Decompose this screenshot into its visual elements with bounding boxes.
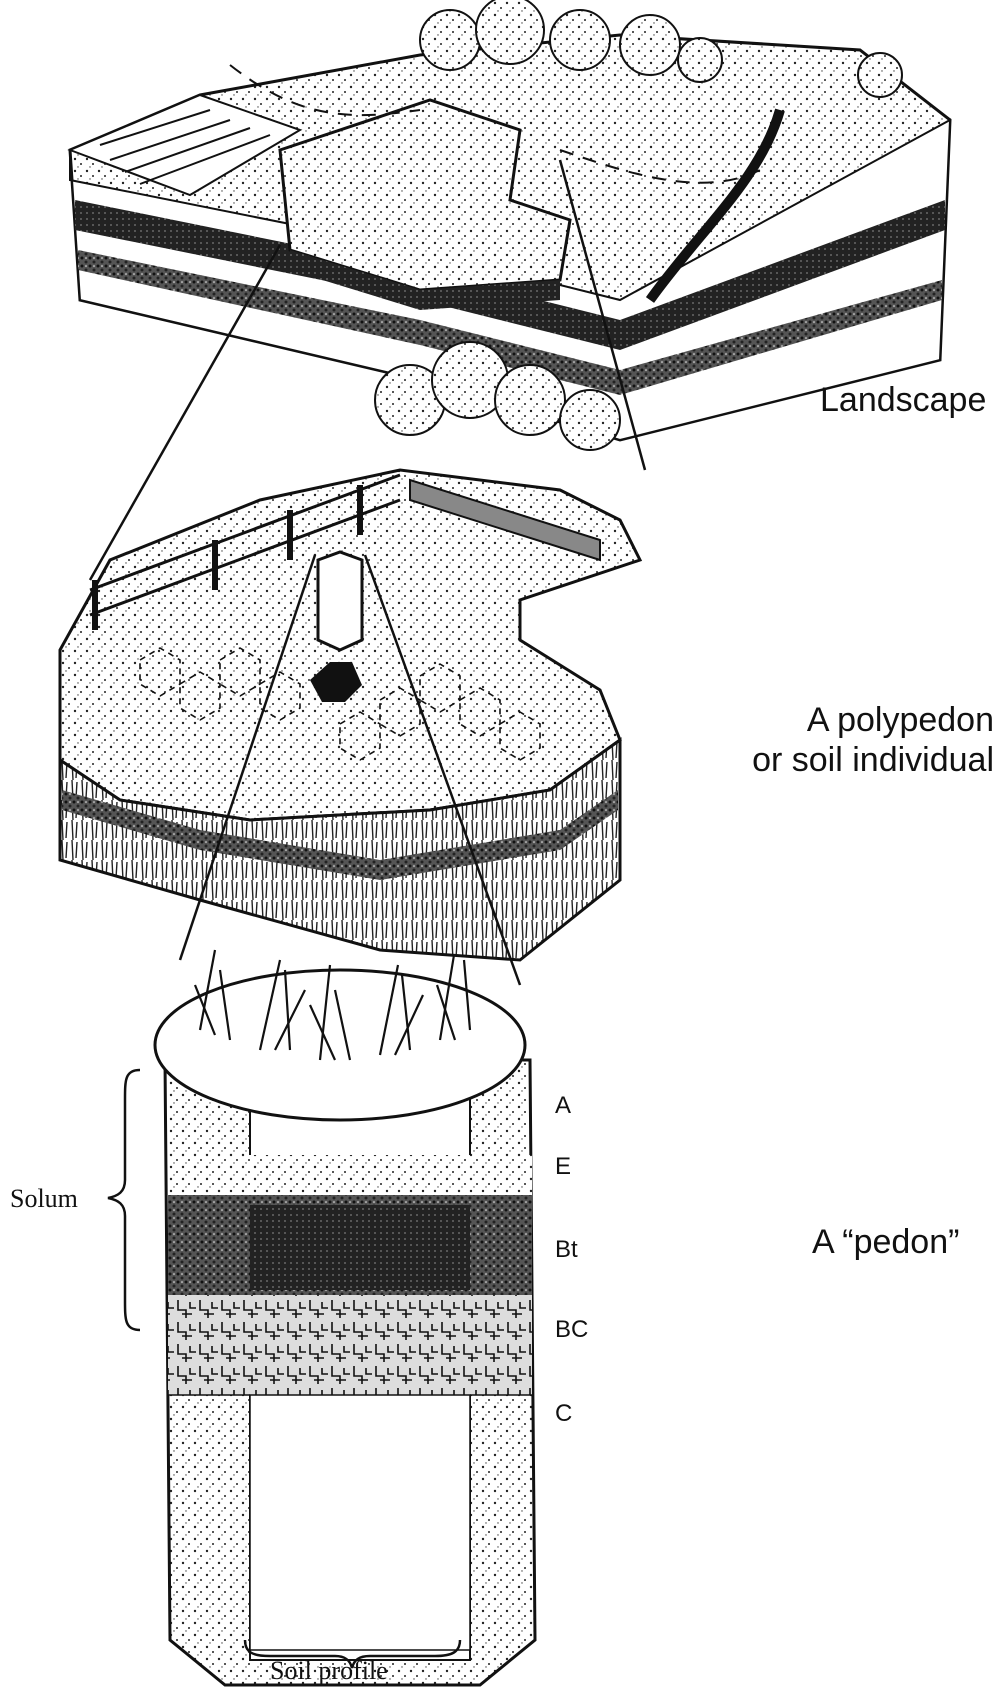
soil-profile-label: Soil profile: [270, 1656, 388, 1686]
horizon-label-e: E: [555, 1155, 571, 1179]
horizon-label-bt: Bt: [555, 1238, 578, 1262]
polypedon-block: [60, 342, 640, 960]
horizon-label-c: C: [555, 1402, 572, 1426]
landscape-label: Landscape: [820, 380, 986, 421]
polypedon-label-line1: A polypedon: [807, 700, 994, 741]
pedon-column: [155, 950, 535, 1685]
polypedon-label-line2: or soil individual: [752, 740, 994, 781]
horizon-label-a: A: [555, 1094, 571, 1118]
solum-brace: [108, 1070, 140, 1330]
horizon-label-bc: BC: [555, 1318, 588, 1342]
solum-label: Solum: [10, 1184, 78, 1214]
pedon-label: A “pedon”: [812, 1222, 959, 1263]
